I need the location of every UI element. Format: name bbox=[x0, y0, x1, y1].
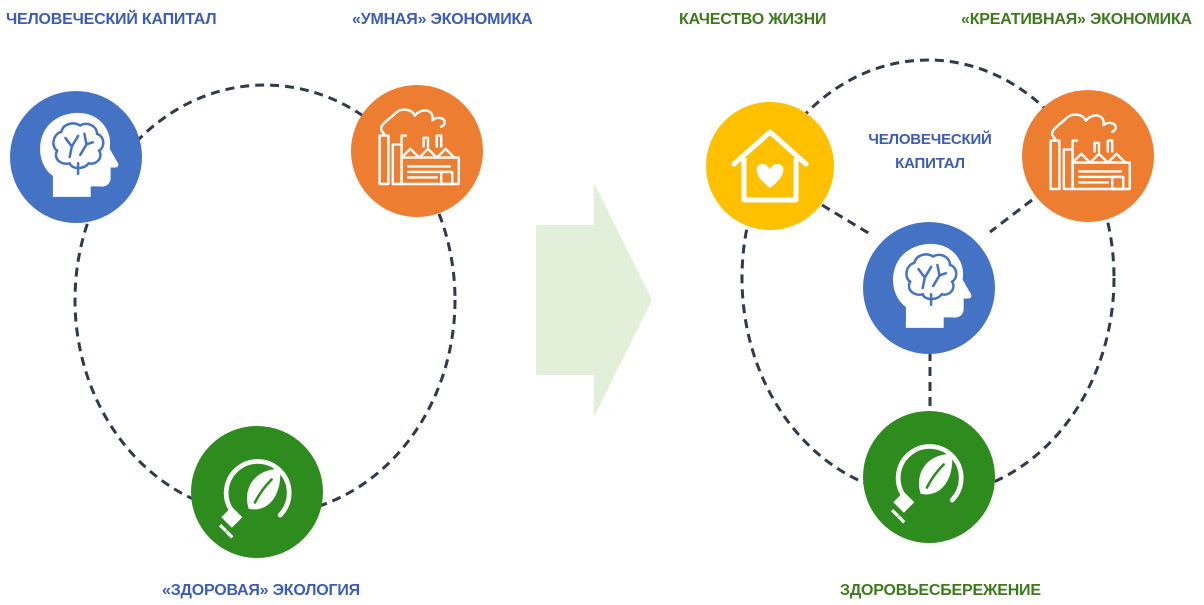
right-diagram bbox=[706, 58, 1154, 543]
right-label-health-saving: ЗДОРОВЬЕСБЕРЕЖЕНИЕ bbox=[840, 582, 1041, 599]
left-smart-economy-node bbox=[351, 85, 483, 217]
right-arrow-icon bbox=[536, 183, 652, 417]
right-label-human-capital: ЧЕЛОВЕЧЕСКИЙ КАПИТАЛ bbox=[860, 128, 1000, 176]
transition-arrow bbox=[536, 183, 652, 417]
right-label-human-capital-line1: ЧЕЛОВЕЧЕСКИЙ bbox=[868, 131, 992, 148]
right-label-human-capital-line2: КАПИТАЛ bbox=[895, 155, 965, 172]
right-quality-of-life-node bbox=[706, 102, 834, 230]
left-label-smart-economy: «УМНАЯ» ЭКОНОМИКА bbox=[352, 11, 533, 28]
right-label-quality-of-life: КАЧЕСТВО ЖИЗНИ bbox=[679, 11, 827, 28]
left-human-capital-node bbox=[10, 91, 142, 223]
spoke-creative-economy bbox=[989, 198, 1033, 234]
left-diagram bbox=[10, 83, 483, 558]
spoke-quality-of-life bbox=[821, 203, 871, 236]
left-label-human-capital: ЧЕЛОВЕЧЕСКИЙ КАПИТАЛ bbox=[6, 11, 217, 28]
right-creative-economy-node bbox=[1022, 90, 1154, 222]
right-health-saving-node bbox=[863, 411, 995, 543]
right-label-creative-economy: «КРЕАТИВНАЯ» ЭКОНОМИКА bbox=[961, 11, 1192, 28]
right-human-capital-node bbox=[863, 222, 995, 354]
left-label-healthy-ecology: «ЗДОРОВАЯ» ЭКОЛОГИЯ bbox=[162, 582, 360, 599]
left-healthy-ecology-node bbox=[191, 426, 323, 558]
